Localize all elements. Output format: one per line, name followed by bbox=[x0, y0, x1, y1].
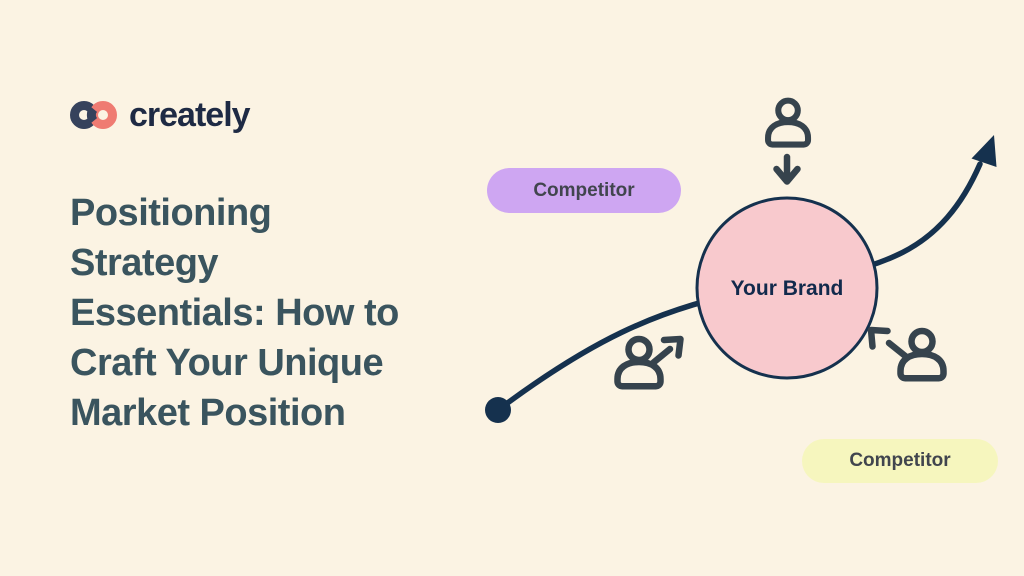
logo-wordmark: creately bbox=[129, 96, 251, 134]
competitor-badge-top: Competitor bbox=[487, 168, 681, 213]
page-title: Positioning Strategy Essentials: How to … bbox=[70, 192, 399, 434]
person-arrow-up-left-icon bbox=[867, 326, 944, 378]
person-arrow-down-icon bbox=[768, 101, 808, 185]
brand-circle-label: Your Brand bbox=[730, 277, 844, 300]
competitor-badge-top-label: Competitor bbox=[533, 179, 635, 201]
competitor-badge-bottom-label: Competitor bbox=[849, 450, 951, 471]
competitor-badge-bottom: Competitor bbox=[802, 439, 998, 483]
creately-logo: creately bbox=[68, 95, 251, 135]
curve-arrowhead-icon bbox=[971, 135, 997, 167]
brand-circle bbox=[695, 196, 879, 380]
curve-start-dot bbox=[485, 397, 511, 423]
creately-rings-icon bbox=[70, 101, 117, 129]
person-arrow-up-right-icon bbox=[618, 335, 684, 386]
